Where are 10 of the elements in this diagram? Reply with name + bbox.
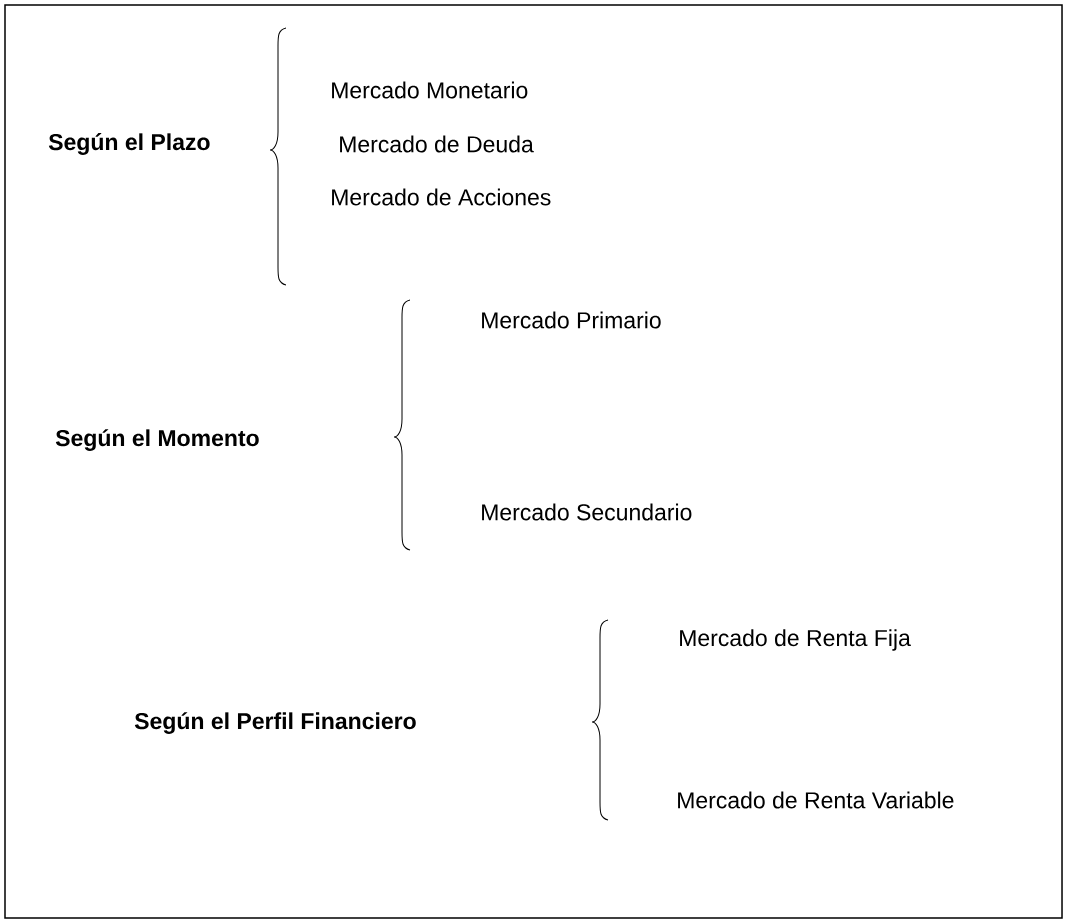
item-label: Mercado de Deuda — [340, 135, 534, 153]
category-label: Según el Perfil Financiero — [134, 712, 416, 734]
item-label: Mercado de Renta Variable — [678, 791, 954, 809]
item-label: Mercado Secundario — [482, 503, 692, 521]
category-label: Según el Momento — [55, 429, 259, 451]
item-label: Mercado de Renta Fija — [680, 629, 911, 651]
category-label: Según el Plazo — [48, 133, 210, 155]
item-label: Mercado Primario — [482, 311, 661, 329]
item-label: Mercado Monetario — [332, 81, 528, 99]
item-label: Mercado de Acciones — [332, 188, 551, 206]
